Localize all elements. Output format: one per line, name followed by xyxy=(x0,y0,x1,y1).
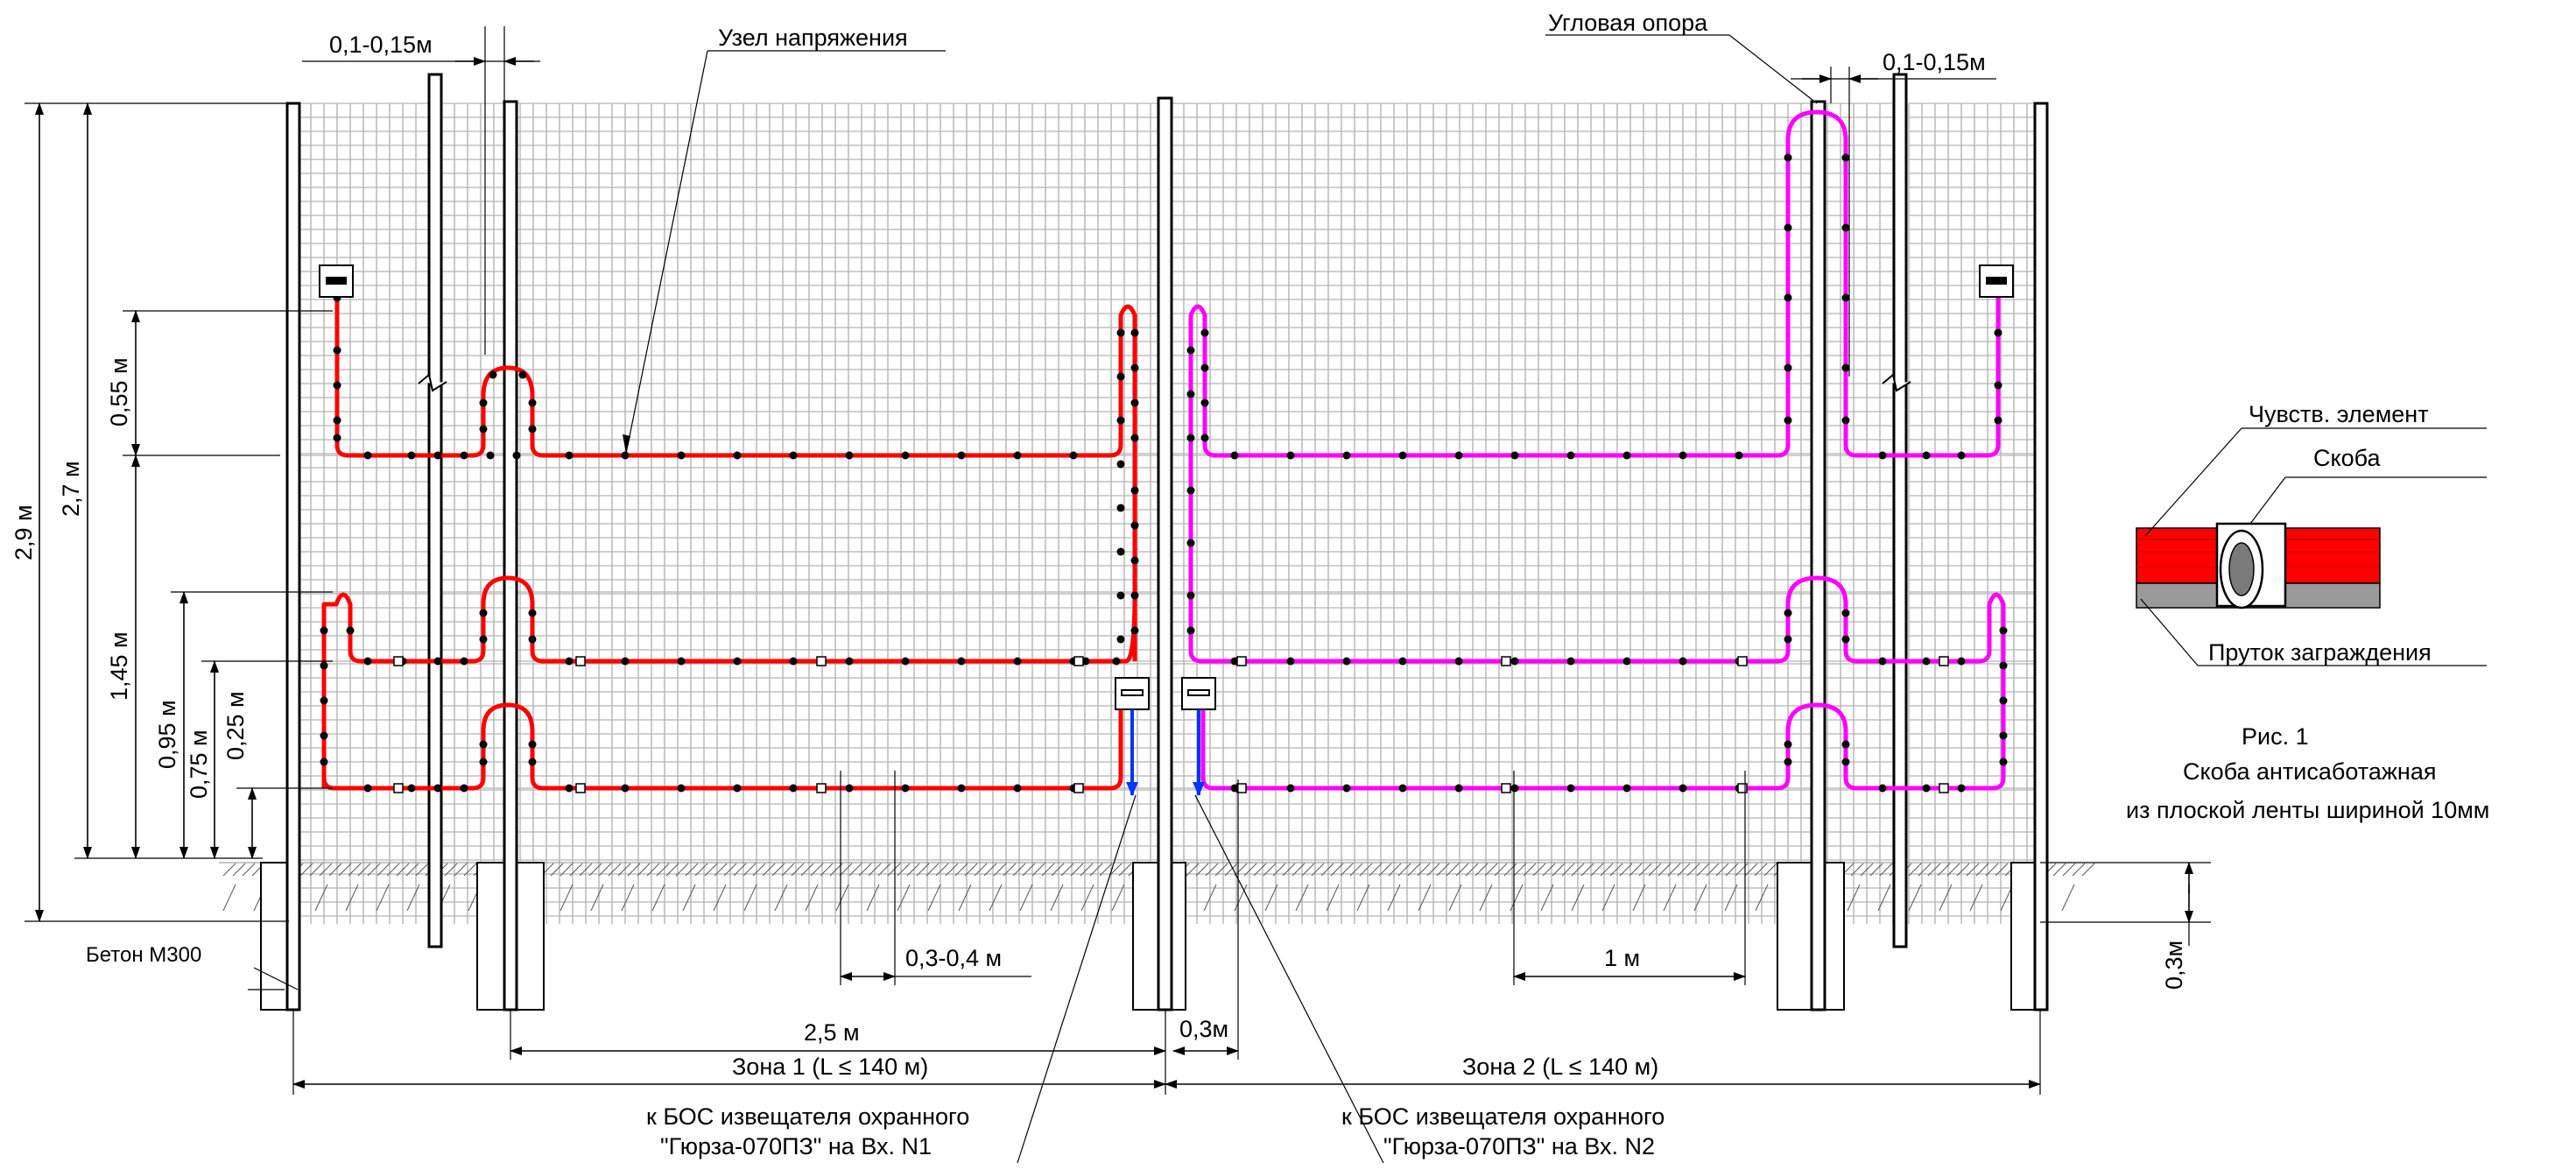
fence-mesh xyxy=(297,102,2035,924)
step-1m-label: 1 м xyxy=(1604,945,1640,971)
junction-box-zone2 xyxy=(1181,677,1216,710)
fence-posts xyxy=(285,73,2049,1011)
height-025-label: 0,25 м xyxy=(222,691,249,760)
zone-boundary-post xyxy=(1157,96,1173,1011)
tension-node-label: Узел напряжения xyxy=(718,25,908,51)
caption-line2: из плоской ленты шириной 10мм xyxy=(2126,797,2489,823)
tension-post xyxy=(503,100,518,1011)
zone2-label: Зона 2 (L ≤ 140 м) xyxy=(1462,1054,1658,1080)
concrete-footings xyxy=(260,862,2047,1011)
gap-right-label: 0,1-0,15м xyxy=(1883,49,1986,75)
height-095-label: 0,95 м xyxy=(154,700,180,769)
height-075-label: 0,75 м xyxy=(186,729,212,799)
end-post-right xyxy=(2033,102,2049,1011)
fastening-points xyxy=(320,153,2008,793)
offset-03-label: 0,3м xyxy=(1179,1016,1228,1042)
intermediate-post-left xyxy=(427,73,443,948)
height-fence-label: 2,7 м xyxy=(58,461,84,517)
inset-sensor-label: Чувств. элемент xyxy=(2249,401,2429,427)
corner-post-label: Угловая опора xyxy=(1548,10,1708,36)
inset-clip-label: Скоба xyxy=(2313,445,2381,471)
labels: 0,1-0,15м Узел напряжения Угловая опора … xyxy=(11,10,2489,1159)
depth-03-label: 0,3м xyxy=(2161,941,2187,990)
caption-line1: Скоба антисаботажная xyxy=(2183,758,2436,785)
bos1-line1: к БОС извещателя охранного xyxy=(646,1103,969,1130)
bos2-line2: "Гюрза-070ПЗ" на Вх. N2 xyxy=(1383,1133,1655,1159)
dimension-lines xyxy=(25,26,2211,1164)
clip-detail-inset xyxy=(2136,427,2487,666)
concrete-label: Бетон М300 xyxy=(86,943,201,967)
inset-rod-label: Пруток заграждения xyxy=(2208,639,2432,666)
height-055-label: 0,55 м xyxy=(106,357,132,426)
bracket-step-label: 0,3-0,4 м xyxy=(905,945,1002,971)
zone1-label: Зона 1 (L ≤ 140 м) xyxy=(732,1054,928,1080)
end-post-left xyxy=(285,102,301,1011)
intermediate-post-right xyxy=(1892,73,1908,948)
bos1-line2: "Гюрза-070ПЗ" на Вх. N1 xyxy=(660,1133,932,1159)
junction-box-zone1 xyxy=(1115,677,1150,710)
sensor-cables xyxy=(321,109,2006,791)
height-145-label: 1,45 м xyxy=(106,631,132,701)
corner-post xyxy=(1810,100,1826,1011)
caption-fig: Рис. 1 xyxy=(2242,723,2309,750)
lead-cables xyxy=(1126,709,1205,796)
bos2-line1: к БОС извещателя охранного xyxy=(1341,1103,1665,1130)
height-total-label: 2,9 м xyxy=(11,504,37,560)
gap-left-label: 0,1-0,15м xyxy=(329,32,433,58)
break-marks xyxy=(418,373,1911,392)
span-25-label: 2,5 м xyxy=(804,1019,860,1046)
terminal-boxes xyxy=(319,264,2014,710)
